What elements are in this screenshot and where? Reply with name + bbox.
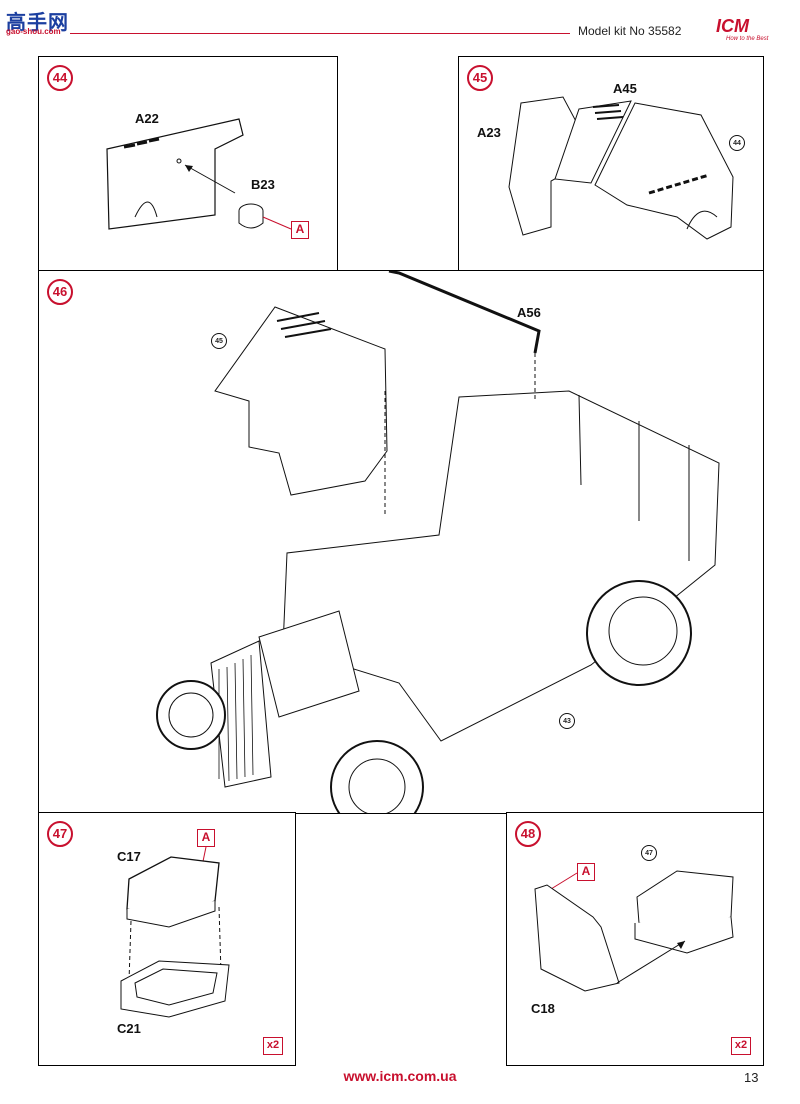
page-title: Model kit No 35582 (578, 24, 682, 38)
watermark-subtext: gao-shou.com (6, 27, 61, 36)
part-label: B23 (251, 177, 275, 192)
step-46-panel: 46 A56 45 43 (38, 270, 764, 814)
part-label: C18 (531, 1001, 555, 1016)
part-label: A56 (517, 305, 541, 320)
part-label: A23 (477, 125, 501, 140)
part-label: A45 (613, 81, 637, 96)
step-45-panel: 45 A23 A45 44 (458, 56, 764, 272)
step-number-badge: 45 (467, 65, 493, 91)
paint-marker: A (291, 221, 309, 239)
quantity-multiplier: x2 (263, 1037, 283, 1055)
step-47-panel: 47 C17 C21 A x2 (38, 812, 296, 1066)
paint-marker: A (197, 829, 215, 847)
brand-logo: ICM How to the Best (716, 16, 796, 46)
step-number-badge: 46 (47, 279, 73, 305)
step-number-badge: 44 (47, 65, 73, 91)
step-reference: 43 (559, 713, 575, 729)
part-label: A22 (135, 111, 159, 126)
page-number: 13 (744, 1070, 759, 1085)
brand-name: ICM (716, 16, 749, 36)
part-label: C21 (117, 1021, 141, 1036)
footer-url: www.icm.com.ua (343, 1068, 457, 1084)
container-lid-drawing (120, 846, 230, 1018)
part-label: C17 (117, 849, 141, 864)
step-44-panel: 44 A22 B23 A (38, 56, 338, 272)
step-reference: 47 (641, 845, 657, 861)
paint-marker: A (577, 863, 595, 881)
step-reference: 45 (211, 333, 227, 349)
container-holder-drawing (534, 870, 734, 992)
step-number-badge: 48 (515, 821, 541, 847)
quantity-multiplier: x2 (731, 1037, 751, 1055)
hood-assembly-drawing (508, 96, 734, 240)
watermark-logo: 高手网 gao-shou.com (6, 6, 70, 36)
hood-side-panel-drawing (106, 118, 292, 230)
brand-tagline: How to the Best (726, 36, 769, 42)
vehicle-assembly-drawing (156, 271, 720, 813)
watermark-text: 高手网 (6, 12, 69, 34)
header-rule (70, 33, 570, 34)
step-number-badge: 47 (47, 821, 73, 847)
step-48-panel: 48 C18 A 47 x2 (506, 812, 764, 1066)
step-reference: 44 (729, 135, 745, 151)
